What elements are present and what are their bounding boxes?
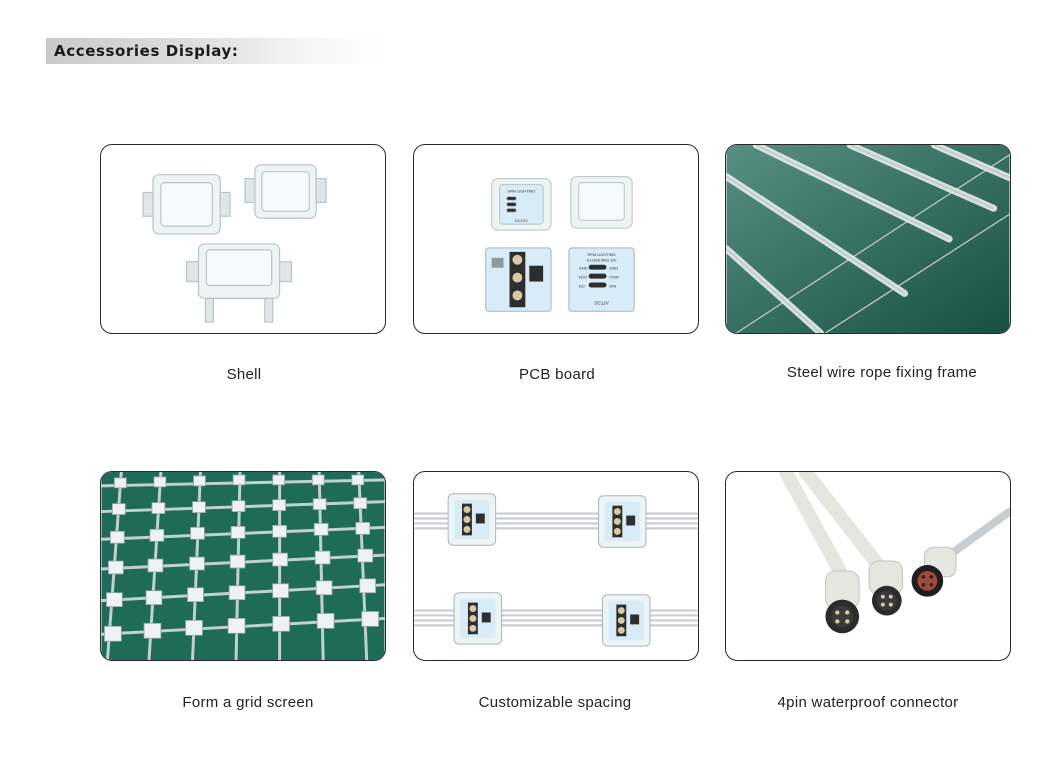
customizable-spacing-image xyxy=(413,471,699,661)
steel-wire-ropes xyxy=(736,154,1010,333)
pcb-back: SPM LIGHTING SJ-1818-5603-12V GND FDO DO… xyxy=(568,247,635,312)
grid-pixels xyxy=(104,474,379,642)
customizable-spacing-caption: Customizable spacing xyxy=(478,694,632,711)
male-connector-2 xyxy=(868,560,904,616)
steel-wire-frame-caption: Steel wire rope fixing frame xyxy=(786,364,978,381)
female-connector xyxy=(911,546,957,597)
pcb-board-image: SPM LIGHTING DC12V SPM LIGHTING SJ-1818-… xyxy=(413,144,699,334)
pcb-shell-left xyxy=(491,178,552,231)
light-strip-highlights xyxy=(726,145,1010,333)
pcb-shell-brand: SPM LIGHTING xyxy=(507,188,535,193)
section-title: Accessories Display: xyxy=(54,42,239,60)
pcb-shell-voltage: DC12V xyxy=(515,218,528,223)
pcb-back-model: SJ-1818-5603-12V xyxy=(587,259,617,263)
waterproof-connector-image xyxy=(725,471,1011,661)
pcb-back-do: DO xyxy=(579,283,585,288)
pcb-back-fdin: FDIN xyxy=(609,275,618,280)
waterproof-connector-caption: 4pin waterproof connector xyxy=(777,694,959,711)
shell-caption: Shell xyxy=(226,366,262,383)
shell-piece-2 xyxy=(244,164,327,219)
pixel-node-bottom-left xyxy=(453,592,503,645)
pcb-back-din: DIN xyxy=(609,283,616,288)
pixel-node-bottom-right xyxy=(602,594,651,647)
shell-piece-3 xyxy=(186,243,293,323)
pcb-back-voltage: DC12V xyxy=(594,300,608,305)
pcb-board-caption: PCB board xyxy=(518,366,596,383)
connector-cables xyxy=(778,472,1010,588)
shell-image xyxy=(100,144,386,334)
pixel-node-top-left xyxy=(447,493,497,546)
grid-screen-image xyxy=(100,471,386,661)
pixel-node-top-right xyxy=(598,495,647,548)
pcb-back-fdo: FDO xyxy=(579,275,587,280)
grid-screen-caption: Form a grid screen xyxy=(182,694,314,711)
pcb-shell-right xyxy=(570,176,633,229)
pcb-back-gnd: GND xyxy=(579,266,588,271)
pcb-back-gnd-right: GND xyxy=(609,266,618,271)
pcb-front xyxy=(485,247,552,312)
shell-piece-1 xyxy=(142,174,231,235)
male-connector-1 xyxy=(824,570,860,634)
section-header: Accessories Display: xyxy=(46,38,386,64)
steel-wire-frame-image xyxy=(725,144,1011,334)
pcb-back-brand: SPM LIGHTING xyxy=(587,252,615,257)
